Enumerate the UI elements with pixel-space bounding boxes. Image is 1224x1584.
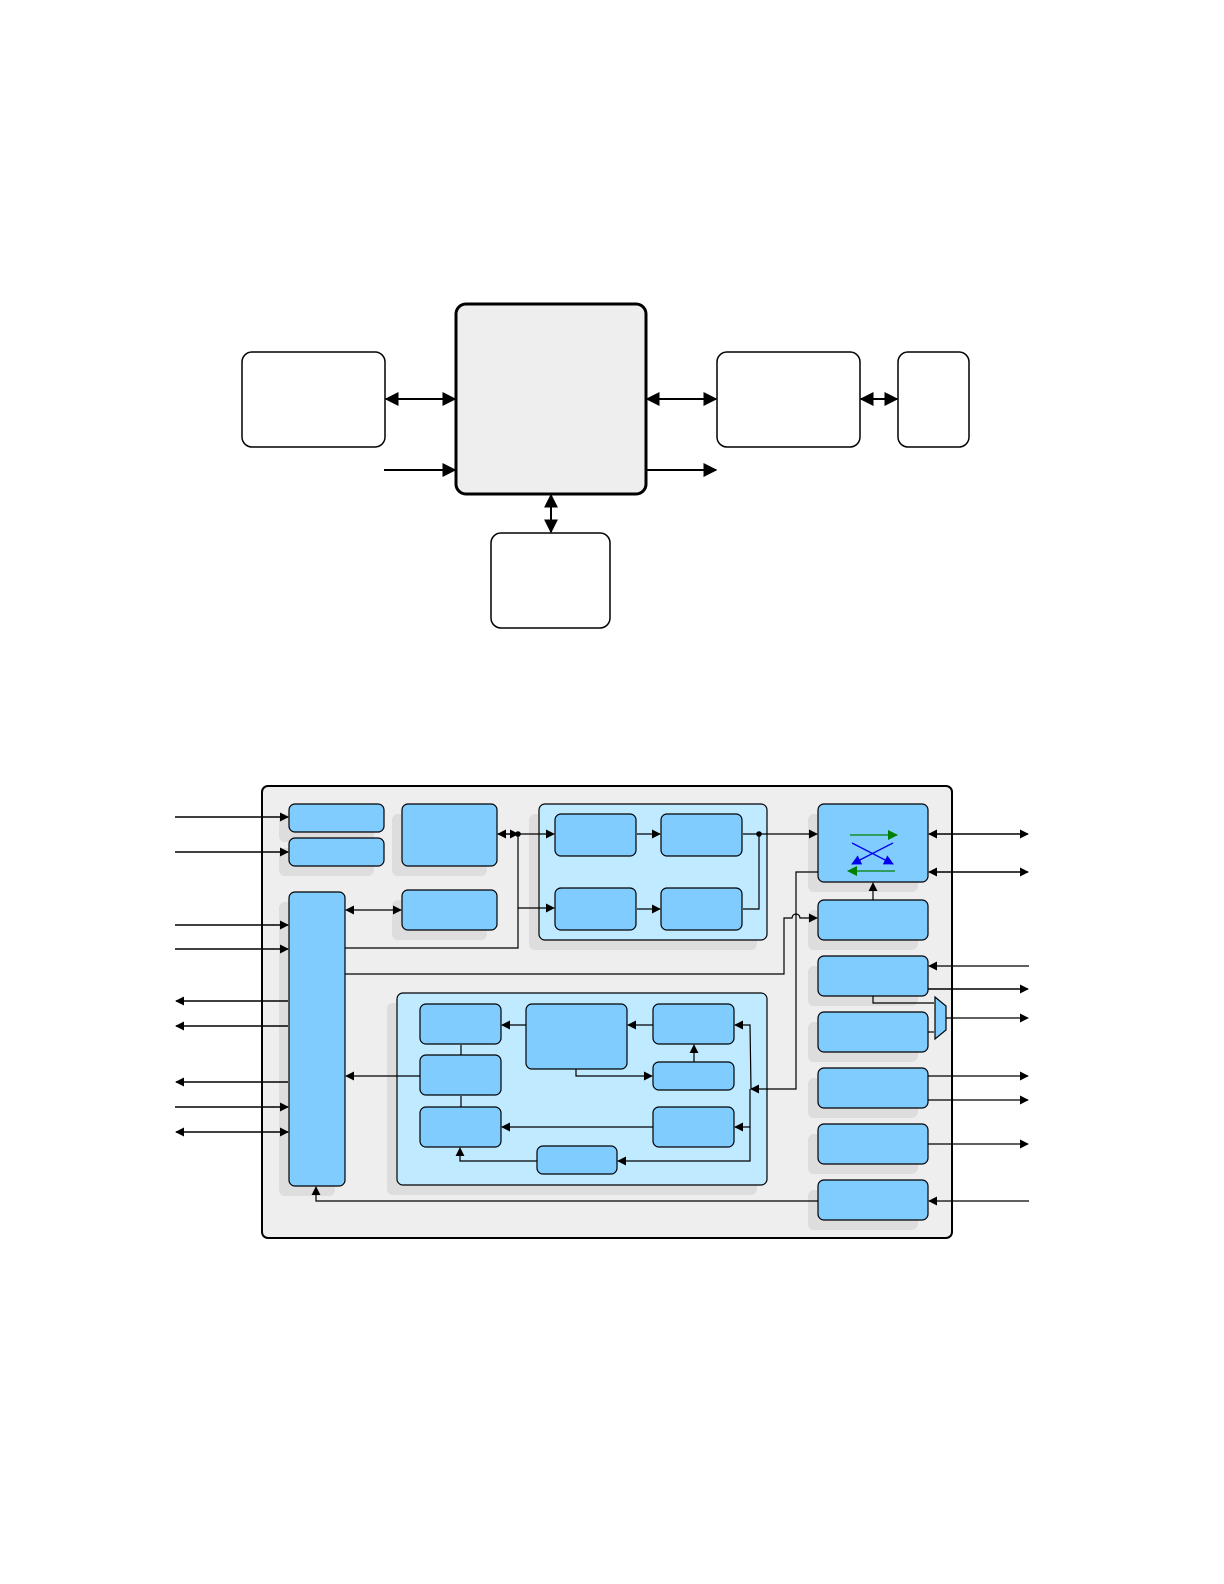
block-layer xyxy=(279,803,929,1230)
proc-block-a xyxy=(419,1003,502,1045)
port-block-3 xyxy=(817,1011,929,1053)
bus-to-port1 xyxy=(345,913,818,975)
port6-to-bus xyxy=(311,1186,818,1202)
proc-block-b xyxy=(419,1054,502,1096)
proc-core-block xyxy=(525,1003,628,1070)
crossbar-block xyxy=(817,803,929,883)
pipe-stage-4 xyxy=(660,887,743,931)
config-block-a xyxy=(288,803,385,833)
far-right-block xyxy=(897,351,970,448)
system-diagram xyxy=(241,302,970,629)
bottom-peripheral-block xyxy=(490,532,611,629)
block-diagram xyxy=(175,785,1029,1239)
core-block xyxy=(454,302,648,496)
port-block-4 xyxy=(817,1067,929,1109)
port-block-1 xyxy=(817,899,929,941)
memory-block xyxy=(401,803,498,867)
stage4-out xyxy=(743,834,760,910)
right-peripheral-block xyxy=(716,351,861,448)
control-block xyxy=(401,889,498,931)
config-block-b xyxy=(288,837,385,867)
pipe-stage-2 xyxy=(660,813,743,857)
feedback-to-procG xyxy=(617,1127,751,1166)
junction-dot xyxy=(756,831,762,837)
proc-block-d xyxy=(652,1003,735,1045)
proc-block-g xyxy=(536,1145,618,1175)
feedback-bus-vert xyxy=(734,1020,752,1090)
pipe-stage-1 xyxy=(554,813,637,857)
port-block-5 xyxy=(817,1123,929,1165)
port-block-2 xyxy=(817,955,929,997)
swap-arrows-icon xyxy=(847,830,898,876)
port-block-6 xyxy=(817,1179,929,1221)
proc-block-e xyxy=(652,1061,735,1091)
pipe-stage-3 xyxy=(554,887,637,931)
port2-to-mux xyxy=(872,996,934,1004)
mux-block xyxy=(934,995,947,1041)
proc-block-c xyxy=(419,1106,502,1148)
io-bus-block xyxy=(288,891,346,1187)
junction-dot xyxy=(515,831,521,837)
procG-to-procC xyxy=(455,1147,537,1162)
crossbar-feedback xyxy=(750,871,818,1094)
core-to-procE xyxy=(575,1069,653,1081)
wire-layer xyxy=(175,812,1029,1206)
bus-to-mem-path xyxy=(345,908,519,949)
left-peripheral-block xyxy=(241,351,386,448)
proc-block-f xyxy=(652,1106,735,1148)
